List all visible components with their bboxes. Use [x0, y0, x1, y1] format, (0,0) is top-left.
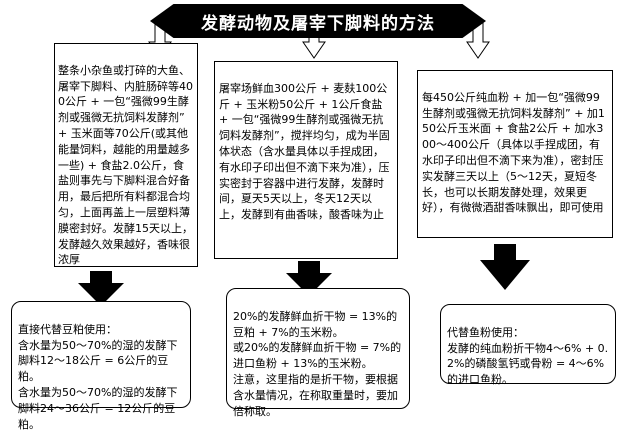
- usage-box-fish-offal: 直接代替豆粕使用： 含水量为50～70%的湿的发酵下脚料12～18公斤 = 6公…: [11, 301, 191, 431]
- solid-arrow-left: [78, 271, 124, 306]
- usage-text-blood-meal: 代替鱼粉使用： 发酵的纯血粉折干物4～6% + 0.2%的磷酸氢钙或骨粉 = 4…: [447, 325, 609, 387]
- usage-box-blood-meal: 代替鱼粉使用： 发酵的纯血粉折干物4～6% + 0.2%的磷酸氢钙或骨粉 = 4…: [440, 304, 616, 387]
- method-text-fresh-blood: 屠宰场鲜血300公斤 + 麦麸100公斤 + 玉米粉50公斤 + 1公斤食盐 +…: [219, 81, 390, 222]
- method-text-blood-meal: 每450公斤纯血粉 + 加一包“强微99生酵剂或强微无抗饲料发酵剂” + 加15…: [422, 90, 605, 215]
- usage-text-fish-offal: 直接代替豆粕使用： 含水量为50～70%的湿的发酵下脚料12～18公斤 = 6公…: [18, 322, 178, 431]
- method-box-fresh-blood: 屠宰场鲜血300公斤 + 麦麸100公斤 + 玉米粉50公斤 + 1公斤食盐 +…: [214, 61, 398, 259]
- diagram-title: 发酵动物及屠宰下脚料的方法: [201, 13, 435, 34]
- hollow-arrow-right: [466, 21, 490, 59]
- method-box-fish-offal: 整条小杂鱼或打碎的大鱼、屠宰下脚料、内脏肠碎等400公斤 + 一包“强微99生酵…: [54, 43, 198, 267]
- solid-arrow-middle: [286, 261, 332, 296]
- solid-arrow-right: [480, 244, 530, 290]
- usage-box-fresh-blood: 20%的发酵鲜血折干物 = 13%的豆粕 + 7%的玉米粉。 或20%的发酵鲜血…: [226, 288, 410, 418]
- usage-text-fresh-blood: 20%的发酵鲜血折干物 = 13%的豆粕 + 7%的玉米粉。 或20%的发酵鲜血…: [233, 309, 402, 418]
- title-banner: 发酵动物及屠宰下脚料的方法: [150, 4, 486, 38]
- method-text-fish-offal: 整条小杂鱼或打碎的大鱼、屠宰下脚料、内脏肠碎等400公斤 + 一包“强微99生酵…: [58, 63, 193, 267]
- method-box-blood-meal: 每450公斤纯血粉 + 加一包“强微99生酵剂或强微无抗饲料发酵剂” + 加15…: [417, 70, 613, 238]
